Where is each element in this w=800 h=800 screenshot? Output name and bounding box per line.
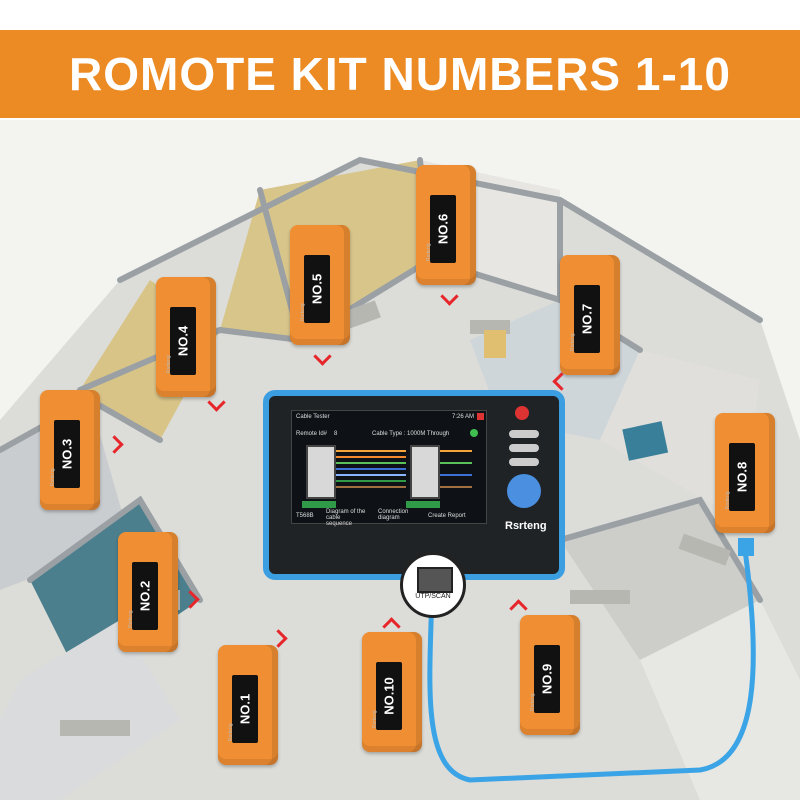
banner: ROMOTE KIT NUMBERS 1-10: [0, 0, 800, 120]
clock: 7:26 AM: [451, 414, 474, 420]
remote-number: NO.2: [137, 580, 153, 612]
tester-brand: Rsrteng: [505, 520, 547, 532]
caption-report: Create Report: [428, 513, 466, 519]
remote-brand: Rsrteng: [725, 491, 731, 509]
remote-brand: Rsrteng: [300, 303, 306, 321]
remote-brand: Rsrteng: [426, 243, 432, 261]
caption-sequence: Diagram of the cable sequence: [326, 509, 366, 527]
model-label: T568B: [296, 513, 314, 519]
banner-title: ROMOTE KIT NUMBERS 1-10: [69, 48, 731, 100]
remote-number: NO.1: [237, 693, 253, 725]
remote-brand: Rsrteng: [530, 693, 536, 711]
remote-brand: Rsrteng: [372, 710, 378, 728]
key-button[interactable]: [509, 458, 539, 466]
close-icon[interactable]: [477, 413, 484, 420]
dpad-icon[interactable]: [507, 474, 541, 508]
remote-number: NO.10: [381, 677, 397, 715]
check-icon: [470, 429, 478, 437]
cable-type-label: Cable Type :: [372, 431, 406, 437]
remote-number: NO.7: [579, 303, 595, 335]
remote-brand: Rsrteng: [228, 723, 234, 741]
floorplan-scene: Cable Tester 7:26 AM Remote Id# 8 Cable …: [0, 120, 800, 800]
cable-type-value: 1000M Through: [407, 431, 450, 437]
power-icon[interactable]: [515, 406, 529, 420]
remote-brand: Rsrteng: [50, 468, 56, 486]
cable-tester-device: Cable Tester 7:26 AM Remote Id# 8 Cable …: [263, 390, 565, 580]
remote-brand: Rsrteng: [166, 355, 172, 373]
remote-number: NO.9: [539, 663, 555, 695]
remote-number: NO.8: [734, 461, 750, 493]
remote-number: NO.6: [435, 213, 451, 245]
wire-map-diagram: [302, 450, 472, 508]
app-title: Cable Tester: [296, 414, 330, 420]
rj45-port-icon: [417, 567, 453, 593]
remote-id-label: Remote Id#: [296, 431, 328, 437]
remote-number: NO.3: [59, 438, 75, 470]
key-button[interactable]: [509, 430, 539, 438]
remote-number: NO.5: [309, 273, 325, 305]
connector-left-icon: [306, 445, 336, 499]
remote-number: NO.4: [175, 325, 191, 357]
key-button[interactable]: [509, 444, 539, 452]
remote-brand: Rsrteng: [570, 333, 576, 351]
utp-scan-port[interactable]: UTP/SCAN: [400, 552, 466, 618]
remote-brand: Rsrteng: [128, 610, 134, 628]
remote-id-value: 8: [334, 431, 338, 437]
banner-bar: ROMOTE KIT NUMBERS 1-10: [0, 30, 800, 118]
tester-screen: Cable Tester 7:26 AM Remote Id# 8 Cable …: [291, 410, 487, 527]
caption-connection: Connection diagram: [378, 509, 409, 521]
port-label: UTP/SCAN: [415, 593, 451, 600]
connector-right-icon: [410, 445, 440, 499]
